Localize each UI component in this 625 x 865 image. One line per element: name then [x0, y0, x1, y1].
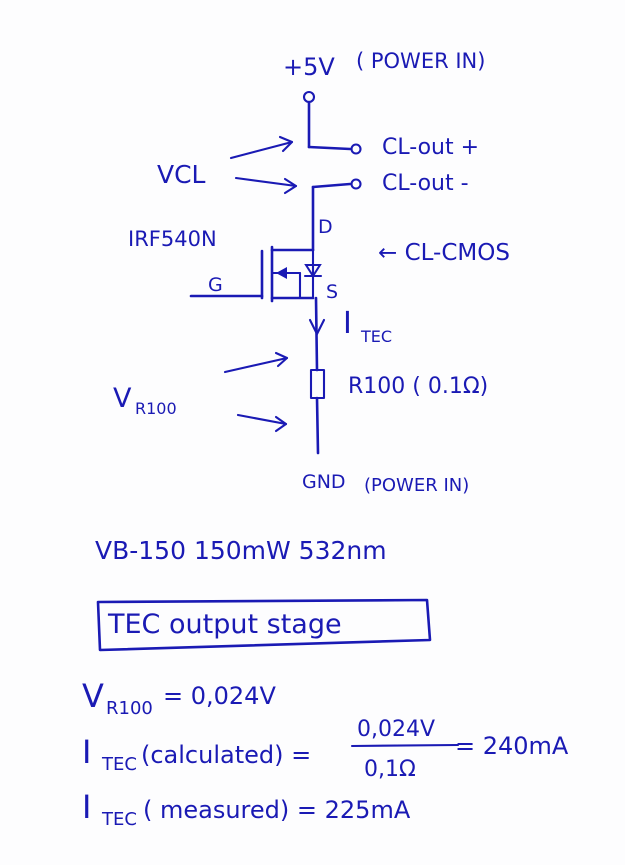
cl-out-minus-label: CL-out - — [382, 171, 469, 196]
eq3-lhs-sub: TEC — [101, 809, 137, 830]
eq2-lhs-paren: (calculated) = — [141, 741, 311, 769]
current-label-sub: TEC — [360, 327, 392, 346]
vr-arrowhead-top — [274, 351, 289, 368]
eq2-result: = 240mA — [455, 732, 569, 760]
vcl-arrow-bottom — [234, 176, 298, 188]
eq2-lhs-main: I — [82, 733, 91, 771]
drain-label: D — [318, 216, 333, 238]
fraction-bar — [350, 743, 460, 748]
cl-plus-wire — [307, 145, 352, 151]
eq3-lhs-main: I — [82, 788, 91, 826]
eq3-rhs: ( measured) = 225mA — [143, 796, 411, 824]
vcl-label: VCL — [157, 160, 206, 189]
supply-note: ( POWER IN) — [356, 49, 485, 73]
current-label-main: I — [343, 306, 352, 341]
cl-out-plus-label: CL-out + — [382, 135, 479, 160]
cl-plus-terminal — [350, 143, 362, 155]
mosfet-symbol — [260, 245, 323, 303]
title-box — [96, 598, 432, 652]
eq1-rhs: = 0,024V — [163, 682, 276, 710]
ground-note: (POWER IN) — [364, 475, 469, 496]
vr-label-sub: R100 — [135, 399, 177, 418]
current-arrowhead — [308, 318, 326, 336]
title-text: TEC output stage — [107, 609, 342, 640]
resistor-body — [309, 368, 326, 400]
resistor-label: R100 ( 0.1Ω) — [348, 374, 488, 399]
gate-label: G — [208, 274, 223, 296]
cl-minus-terminal — [350, 178, 362, 190]
vr-arrowhead-bottom — [274, 415, 288, 433]
ground-label: GND — [302, 471, 346, 493]
vr-label-main: V — [113, 383, 132, 414]
cl-cmos-label: ← CL-CMOS — [378, 240, 510, 266]
eq1-lhs-main: V — [82, 677, 104, 715]
eq2-numerator: 0,024V — [357, 717, 435, 742]
supply-terminal — [302, 90, 316, 104]
supply-label: +5V — [283, 53, 335, 81]
cl-minus-wire — [311, 182, 352, 189]
vcl-arrowhead-top — [278, 135, 294, 153]
mosfet-label: IRF540N — [128, 227, 217, 251]
vr-arrow-bottom — [236, 413, 288, 426]
vr-arrow-top — [223, 356, 289, 374]
vcl-arrowhead-bottom — [283, 177, 298, 195]
source-label: S — [326, 281, 338, 303]
eq2-lhs-sub: TEC — [101, 754, 137, 775]
eq2-denominator: 0,1Ω — [364, 757, 416, 782]
vcl-arrow-top — [229, 140, 294, 160]
ground-wire — [315, 396, 320, 455]
laser-note: VB-150 150mW 532nm — [95, 536, 387, 565]
eq1-lhs-sub: R100 — [106, 698, 153, 719]
